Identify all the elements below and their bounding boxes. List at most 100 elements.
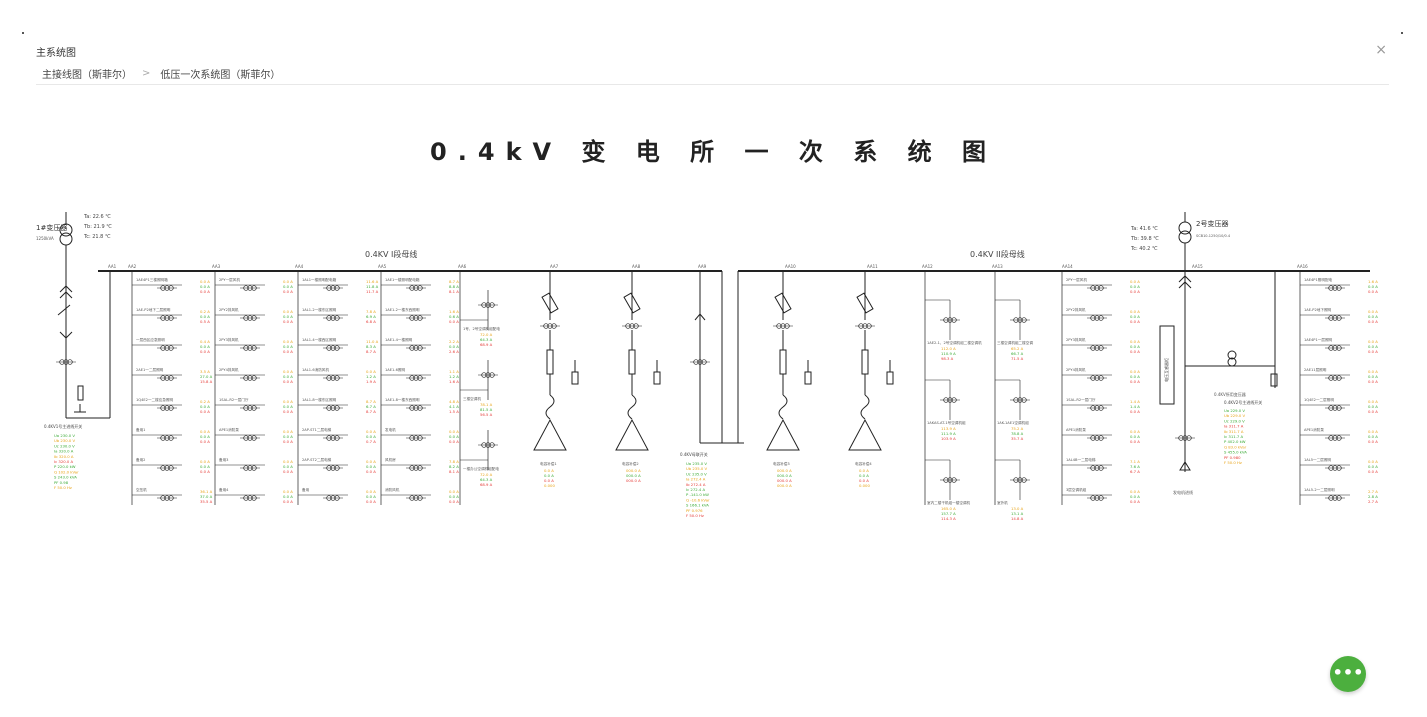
incomer-reading: Ia 320.0 A	[54, 449, 74, 454]
incomer-reading: Uc 230.0 V	[54, 443, 75, 448]
feeder-label: 1AL1-2一楼东区照明	[302, 307, 337, 312]
header-divider	[36, 84, 1389, 85]
feeder-label: 室内二楼干机组一楼空调机	[927, 500, 971, 505]
fuse	[774, 292, 792, 314]
breadcrumb-item-current[interactable]: 低压一次系统图（斯菲尔）	[160, 70, 281, 81]
current-reading: 0.0 A	[1130, 369, 1140, 374]
feeder-label: 1AE1-2一楼东西照明	[385, 307, 420, 312]
incomer-reading: Ub 229.0 V	[1224, 413, 1245, 418]
feeder-label: 1AL1一楼照明配电箱	[302, 277, 337, 282]
capacitor-label: 电容补偿3	[773, 461, 790, 466]
current-reading: 1.4 A	[1130, 399, 1140, 404]
current-reading: 56.5 A	[480, 412, 493, 417]
breadcrumb-item-main[interactable]: 主接线图（斯菲尔）	[42, 70, 132, 81]
reactor	[546, 349, 554, 375]
current-reading: 15.8 A	[200, 379, 213, 384]
current-reading: 11.0 A	[366, 339, 379, 344]
current-reading: 35.5 A	[200, 499, 213, 504]
station-transformer-label: 0.4KV所用变压器	[1214, 391, 1246, 397]
current-reading: 0.0 A	[1130, 284, 1140, 289]
more-actions-button[interactable]: •••	[1330, 656, 1366, 692]
current-reading: 0.4 A	[200, 339, 210, 344]
current-reading: 78.1 A	[480, 402, 493, 407]
current-reading: 2.8 A	[1368, 494, 1378, 499]
current-reading: 0.0 A	[1368, 339, 1378, 344]
current-reading: 8.3 A	[366, 344, 376, 349]
current-reading: 4.8 A	[449, 399, 459, 404]
current-reading: 0.0 A	[200, 344, 210, 349]
current-reading: 0.0 A	[200, 469, 210, 474]
current-reading: 111.9 A	[941, 431, 956, 436]
current-reading: 0.0 A	[283, 349, 293, 354]
current-reading: 0.0 A	[283, 374, 293, 379]
current-reading: 0.0 A	[1368, 379, 1378, 384]
incomer-reading: Ib 320.0 A	[54, 454, 74, 459]
temperature-readout: Tb: 39.8 ℃	[1130, 236, 1159, 242]
current-reading: 0.0 A	[283, 494, 293, 499]
transformer-rating: 1250kVA	[36, 236, 54, 241]
incomer-reading: Ub 230.0 V	[54, 438, 75, 443]
current-reading: 0.0 A	[1130, 344, 1140, 349]
current-reading: 0.0 A	[1130, 374, 1140, 379]
feeder-label: 1AKAS-AT-1号空调机组	[927, 420, 966, 425]
feeder-label: 2AP-ST2二层电梯	[302, 457, 332, 462]
current-reading: 0.0 A	[1130, 434, 1140, 439]
temperature-readout: Ta: 22.6 ℃	[83, 214, 111, 220]
feeder-label: APE1消防泵	[219, 427, 239, 432]
current-reading: 0.0 A	[1368, 289, 1378, 294]
current-reading: 0.0 A	[200, 409, 210, 414]
current-reading: 0.0 A	[283, 369, 293, 374]
tie-reading: Ib 272.4 A	[686, 482, 706, 487]
current-reading: 0.0 A	[366, 469, 376, 474]
feeder-label: 三楼空调机	[463, 396, 481, 401]
incomer-reading: F 50.0 Hz	[1224, 460, 1242, 465]
current-reading: 1.2 A	[366, 374, 376, 379]
incomer-reading: Ic 320.0 A	[54, 459, 73, 464]
feeder-label: 2PY一层风机	[219, 277, 240, 282]
feeder-label: 1AL1-4一楼西区照明	[302, 337, 337, 342]
feeder-label: 发电机	[385, 427, 396, 432]
current-reading: 0.0 A	[283, 489, 293, 494]
current-reading: 0.0 A	[449, 344, 459, 349]
current-reading: 0.0 A	[1130, 314, 1140, 319]
capacitor-bank	[533, 418, 567, 451]
current-reading: 72.0 A	[480, 332, 493, 337]
withdrawable-contact	[59, 285, 73, 299]
current-reading: 0.0 A	[283, 499, 293, 504]
station-transformer	[1227, 350, 1237, 360]
feeder-label: 1AE-P2地下二层照明	[136, 307, 171, 312]
feeder-label: 3层空调机组	[1066, 487, 1087, 492]
feeder-label: 备用2	[136, 457, 145, 462]
station-transformer	[1227, 357, 1237, 367]
transformer-name: 2号变压器	[1196, 219, 1228, 228]
cabinet-label: AA4	[295, 264, 304, 269]
page-title: 主系统图	[36, 48, 76, 59]
current-reading: 0.0 A	[1368, 464, 1378, 469]
current-reading: 0.0 A	[200, 439, 210, 444]
transformer-winding	[1178, 230, 1192, 244]
current-reading: 0.0 A	[1130, 349, 1140, 354]
current-reading: 0.0 A	[283, 404, 293, 409]
incomer-reading: PF 0.98	[54, 480, 69, 485]
current-reading: 1.6 A	[449, 379, 459, 384]
feeder-label: 一楼办公空调机组配电	[463, 466, 499, 471]
fuse	[541, 292, 559, 314]
feeder-label: 室外机	[997, 500, 1008, 505]
incomer-reading: Ic 311.7 A	[1224, 434, 1243, 439]
current-reading: 68.9 A	[480, 482, 493, 487]
current-reading: 0.0 A	[1368, 319, 1378, 324]
cabinet-label: AA12	[922, 264, 933, 269]
feeder-label: 2PY2排风机	[219, 307, 239, 312]
close-icon[interactable]: ×	[1375, 42, 1387, 58]
current-reading: 0.0 A	[366, 499, 376, 504]
cabinet-label: AA7	[550, 264, 559, 269]
transformer-winding	[59, 232, 73, 246]
current-reading: 0.0 A	[366, 429, 376, 434]
cabinet-label: AA1	[108, 264, 117, 269]
current-reading: 000.0 A	[777, 468, 792, 473]
cabinet-label: AA9	[698, 264, 707, 269]
current-reading: 0.0 A	[283, 339, 293, 344]
cabinet-label: AA2	[128, 264, 137, 269]
incomer-reading: Q 102.0 kVar	[54, 469, 79, 474]
current-reading: 8.2 A	[449, 464, 459, 469]
